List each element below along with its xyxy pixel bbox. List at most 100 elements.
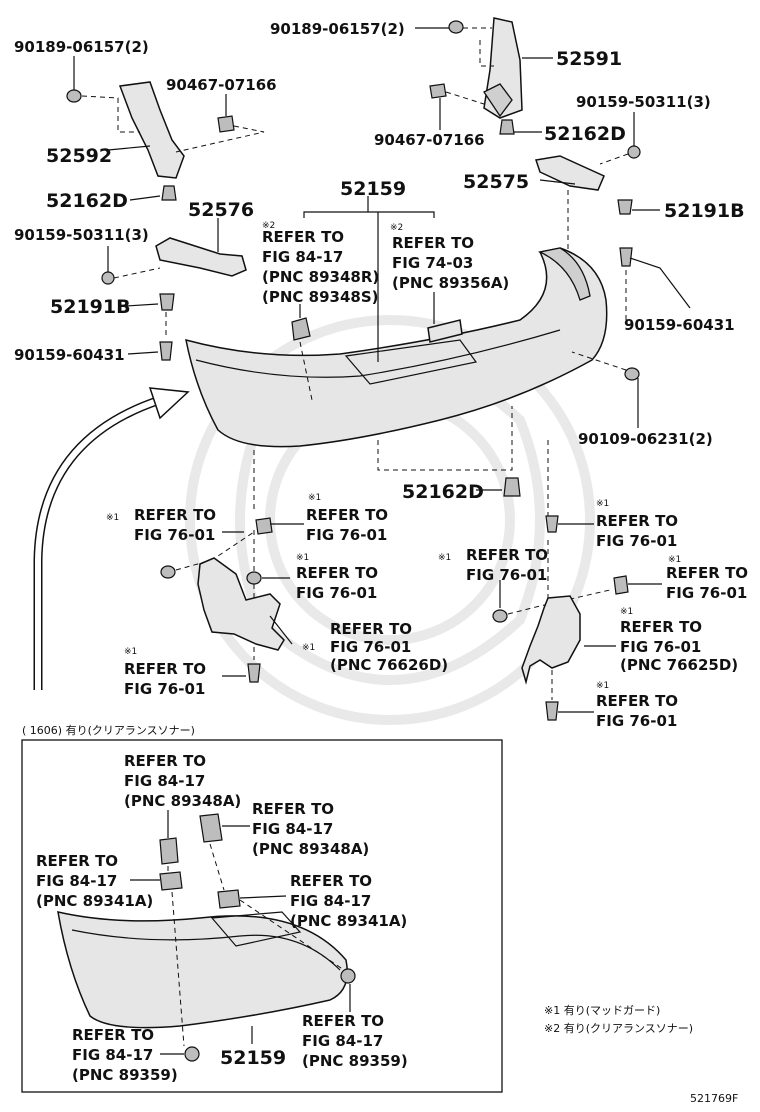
clip-52162d-top (499, 119, 515, 135)
label-52162d-left: 52162D (46, 190, 128, 212)
inset-ref1-line1: REFER TO (124, 752, 206, 770)
inset-ref5-line1: REFER TO (302, 1012, 384, 1030)
inset-ref5-line3: (PNC 89359) (302, 1052, 408, 1070)
ref6-line1: REFER TO (330, 620, 412, 638)
ref6-mark: ※1 (302, 643, 315, 653)
inset-frame (21, 739, 503, 1093)
label-52592: 52592 (46, 145, 112, 167)
ref8-line1: REFER TO (596, 512, 678, 530)
ref6-line3: (PNC 76626D) (330, 656, 448, 674)
ref11-line2: FIG 76-01 (620, 638, 701, 656)
ref8-line2: FIG 76-01 (596, 532, 677, 550)
bracket-52592 (118, 81, 185, 179)
inset-ref3-line3: (PNC 89341A) (36, 892, 153, 910)
ref10-mark: ※1 (668, 555, 681, 565)
label-90159-60431-left: 90159-60431 (14, 346, 125, 364)
clip-52162d-bottom (503, 477, 521, 497)
ref3-line2: FIG 76-01 (134, 526, 215, 544)
ref2-line1: REFER TO (392, 234, 474, 252)
inset-ref3-line1: REFER TO (36, 852, 118, 870)
label-90467-center: 90467-07166 (374, 131, 485, 149)
ref1-line2: FIG 84-17 (262, 248, 343, 266)
ref7-line1: REFER TO (124, 660, 206, 678)
inset-ref4-line1: REFER TO (290, 872, 372, 890)
inset-ref6-line1: REFER TO (72, 1026, 154, 1044)
inset-ref6-line2: FIG 84-17 (72, 1046, 153, 1064)
ref3-line1: REFER TO (134, 506, 216, 524)
ref1-line4: (PNC 89348S) (262, 288, 378, 306)
screw-90159-right (627, 145, 641, 159)
mudguard-left (197, 557, 285, 651)
label-90189-left: 90189-06157(2) (14, 38, 149, 56)
ref2-line3: (PNC 89356A) (392, 274, 509, 292)
label-52162d-top: 52162D (544, 123, 626, 145)
ref12-mark: ※1 (596, 681, 609, 691)
inset-sensor-c (340, 968, 356, 984)
clip-90189-left (66, 89, 82, 103)
screw-left-c (247, 663, 261, 683)
screw-left-a (160, 565, 176, 579)
inset-sensor-d (184, 1046, 200, 1062)
inset-ref4-line2: FIG 84-17 (290, 892, 371, 910)
ref9-mark: ※1 (438, 553, 451, 563)
screw-right-b (492, 609, 508, 623)
clip-90467-center (429, 83, 447, 99)
ref9-line1: REFER TO (466, 546, 548, 564)
ref11-mark: ※1 (620, 607, 633, 617)
ref3-mark: ※1 (106, 513, 119, 523)
label-52159-inset: 52159 (220, 1047, 286, 1069)
ref4-line1: REFER TO (306, 506, 388, 524)
ref5-mark: ※1 (296, 553, 309, 563)
screw-90109 (624, 367, 640, 381)
ref10-line2: FIG 76-01 (666, 584, 747, 602)
inset-holder-b (217, 889, 241, 909)
clip-52162d-left (161, 185, 177, 201)
bolt-90159-60431-right (619, 247, 633, 267)
inset-ref1-line2: FIG 84-17 (124, 772, 205, 790)
label-52191b-right: 52191B (664, 200, 745, 222)
figure-code: 521769F (690, 1092, 738, 1105)
inset-holder-a (159, 871, 183, 891)
mudguard-right (521, 595, 581, 685)
screw-right-d (545, 701, 559, 721)
clip-90467-left (217, 115, 235, 133)
clip-90189-top (448, 20, 464, 34)
label-90159-right: 90159-50311(3) (576, 93, 711, 111)
screw-left-b (246, 571, 262, 585)
label-52591: 52591 (556, 48, 622, 70)
ref4-mark: ※1 (308, 493, 321, 503)
inset-ref1-line3: (PNC 89348A) (124, 792, 241, 810)
label-52162d-bottom: 52162D (402, 481, 484, 503)
bumper-cover-52159 (185, 247, 608, 448)
label-90467-left: 90467-07166 (166, 76, 277, 94)
ref7-line2: FIG 76-01 (124, 680, 205, 698)
inset-ref2-line3: (PNC 89348A) (252, 840, 369, 858)
ref5-line1: REFER TO (296, 564, 378, 582)
ref11-line3: (PNC 76625D) (620, 656, 738, 674)
inset-ref2-line2: FIG 84-17 (252, 820, 333, 838)
protector-plate (427, 319, 463, 343)
clip-52191b-right (617, 199, 633, 215)
inset-ref4-line3: (PNC 89341A) (290, 912, 407, 930)
label-90159-60431-right: 90159-60431 (624, 316, 735, 334)
legend-note2: ※2 有り(クリアランスソナー) (544, 1021, 693, 1035)
ref7-mark: ※1 (124, 647, 137, 657)
bolt-90159-60431-left (159, 341, 173, 361)
inset-sensor-b (199, 813, 223, 843)
clip-52191b-left (159, 293, 175, 311)
inset-ref3-line2: FIG 84-17 (36, 872, 117, 890)
retainer-52575 (535, 155, 605, 191)
inset-ref6-line3: (PNC 89359) (72, 1066, 178, 1084)
inset-ref5-line2: FIG 84-17 (302, 1032, 383, 1050)
ref5-line2: FIG 76-01 (296, 584, 377, 602)
ref1-mark: ※2 (262, 221, 275, 231)
ref2-line2: FIG 74-03 (392, 254, 473, 272)
legend-note1: ※1 有り(マッドガード) (544, 1003, 660, 1017)
ref11-line1: REFER TO (620, 618, 702, 636)
sonar-sensor (291, 317, 311, 341)
inset-sensor-a (159, 837, 179, 865)
bracket-52591 (483, 17, 523, 119)
label-52159-main: 52159 (340, 178, 406, 200)
label-90109: 90109-06231(2) (578, 430, 713, 448)
